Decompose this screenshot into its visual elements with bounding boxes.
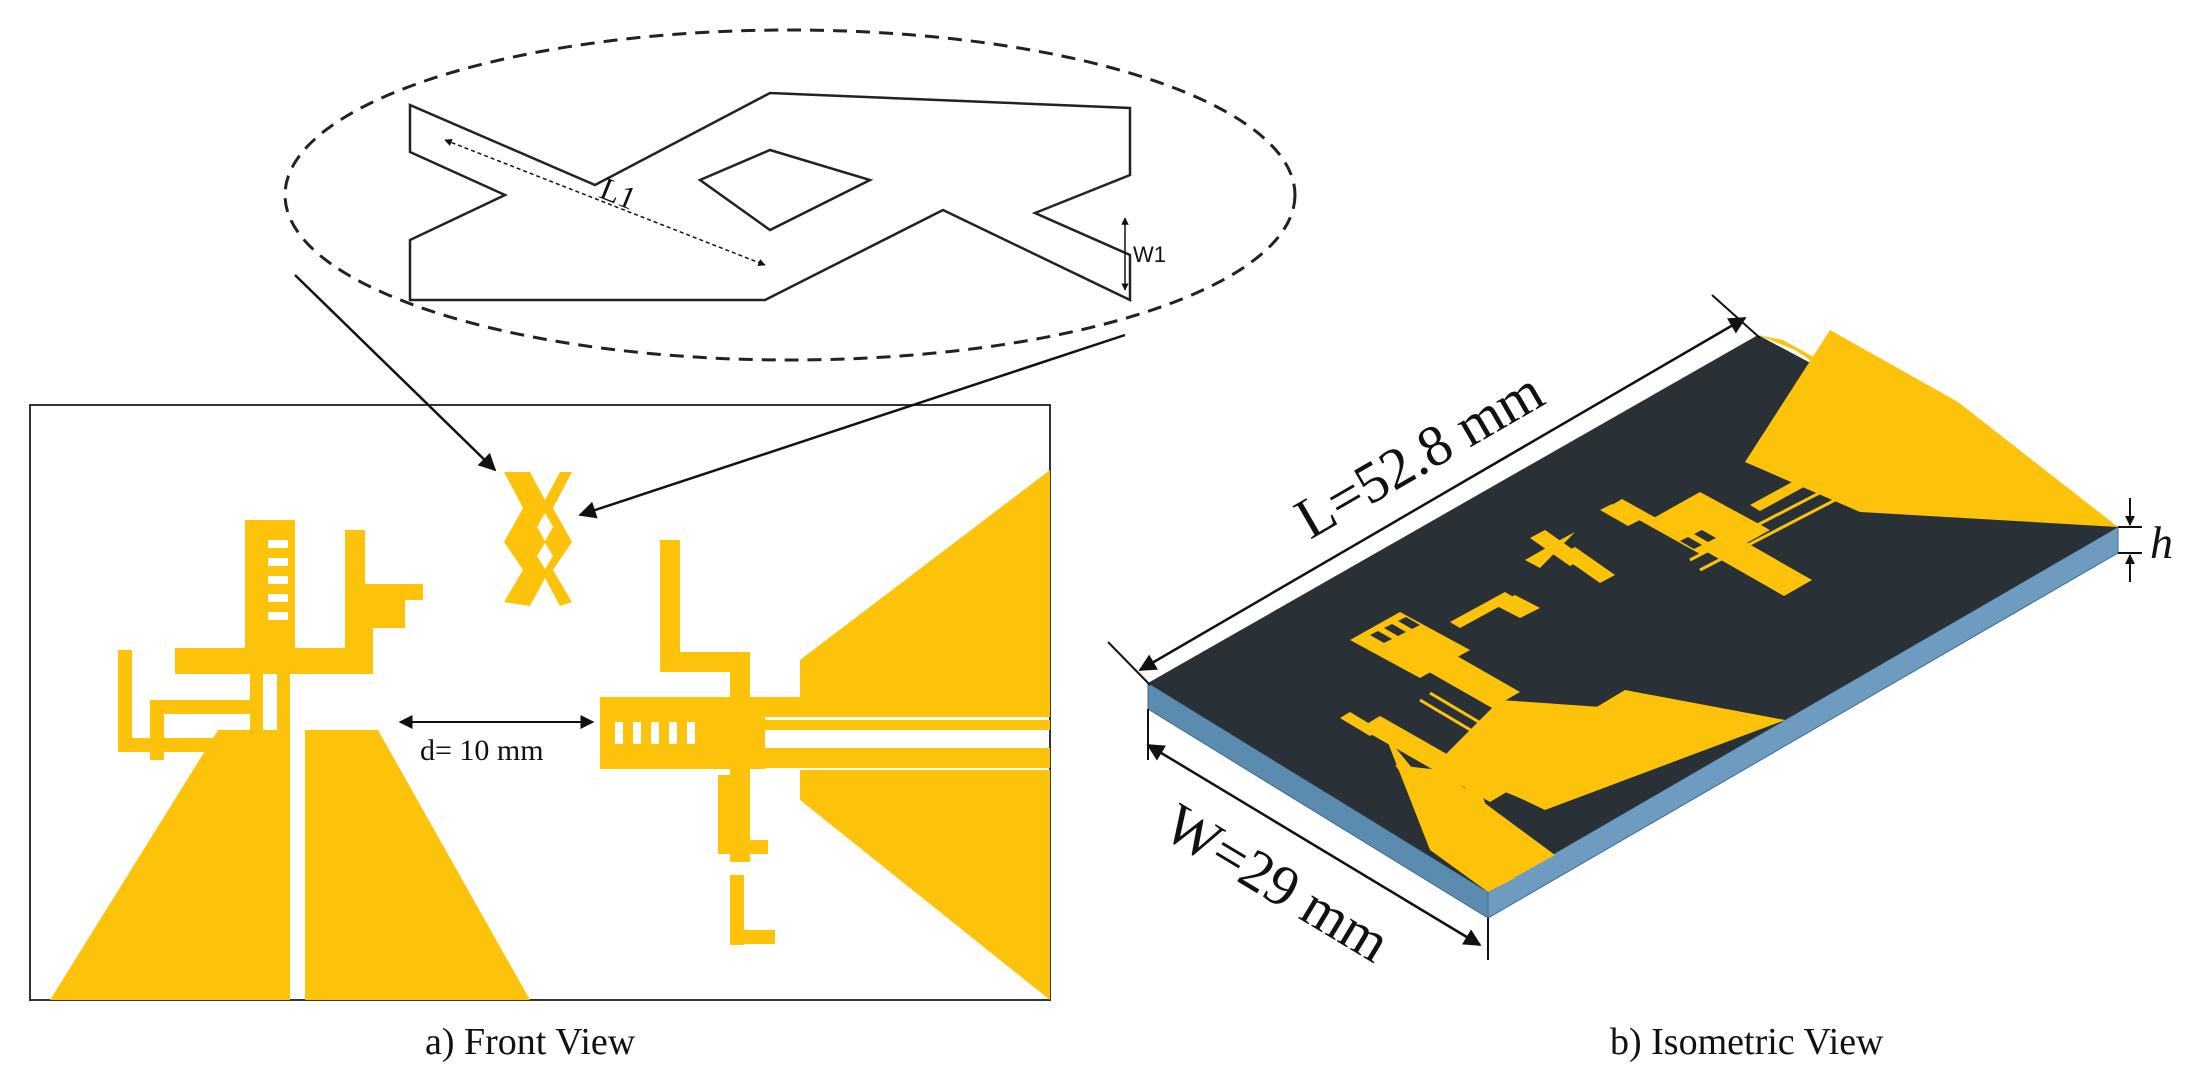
height-label: h <box>2150 517 2173 568</box>
length-extension-left <box>1107 641 1151 686</box>
isometric-ground-bottom <box>1440 700 1785 810</box>
l1-dimension-arrow <box>444 138 766 267</box>
right-ground-plane <box>800 470 1050 1000</box>
left-radiator-slots <box>268 540 288 620</box>
height-dimension <box>2118 498 2142 582</box>
spacing-label: d= 10 mm <box>420 734 544 767</box>
left-l-stub <box>118 650 250 760</box>
length-extension-right <box>1711 294 1761 339</box>
right-radiator-slots <box>615 722 695 744</box>
zoom-leader-right <box>578 333 1126 519</box>
zoom-callout: L1 W1 <box>283 28 1297 519</box>
zoom-leader-left <box>294 274 497 472</box>
right-radiator <box>600 540 1050 945</box>
w1-label: W1 <box>1133 242 1166 267</box>
length-dimension-arrow <box>1138 316 1747 672</box>
left-ground-plane <box>50 730 530 1000</box>
isometric-view: L=52.8 mm W=29 mm h <box>1107 294 2173 975</box>
left-radiator-stub <box>365 584 423 600</box>
decoupling-element <box>504 472 572 606</box>
front-view: d= 10 mm <box>29 404 1051 1001</box>
isometric-view-caption: b) Isometric View <box>1610 1021 1884 1063</box>
front-view-caption: a) Front View <box>425 1021 636 1063</box>
zoom-ellipse <box>283 28 1297 362</box>
width-dimension-arrow <box>1146 743 1482 947</box>
